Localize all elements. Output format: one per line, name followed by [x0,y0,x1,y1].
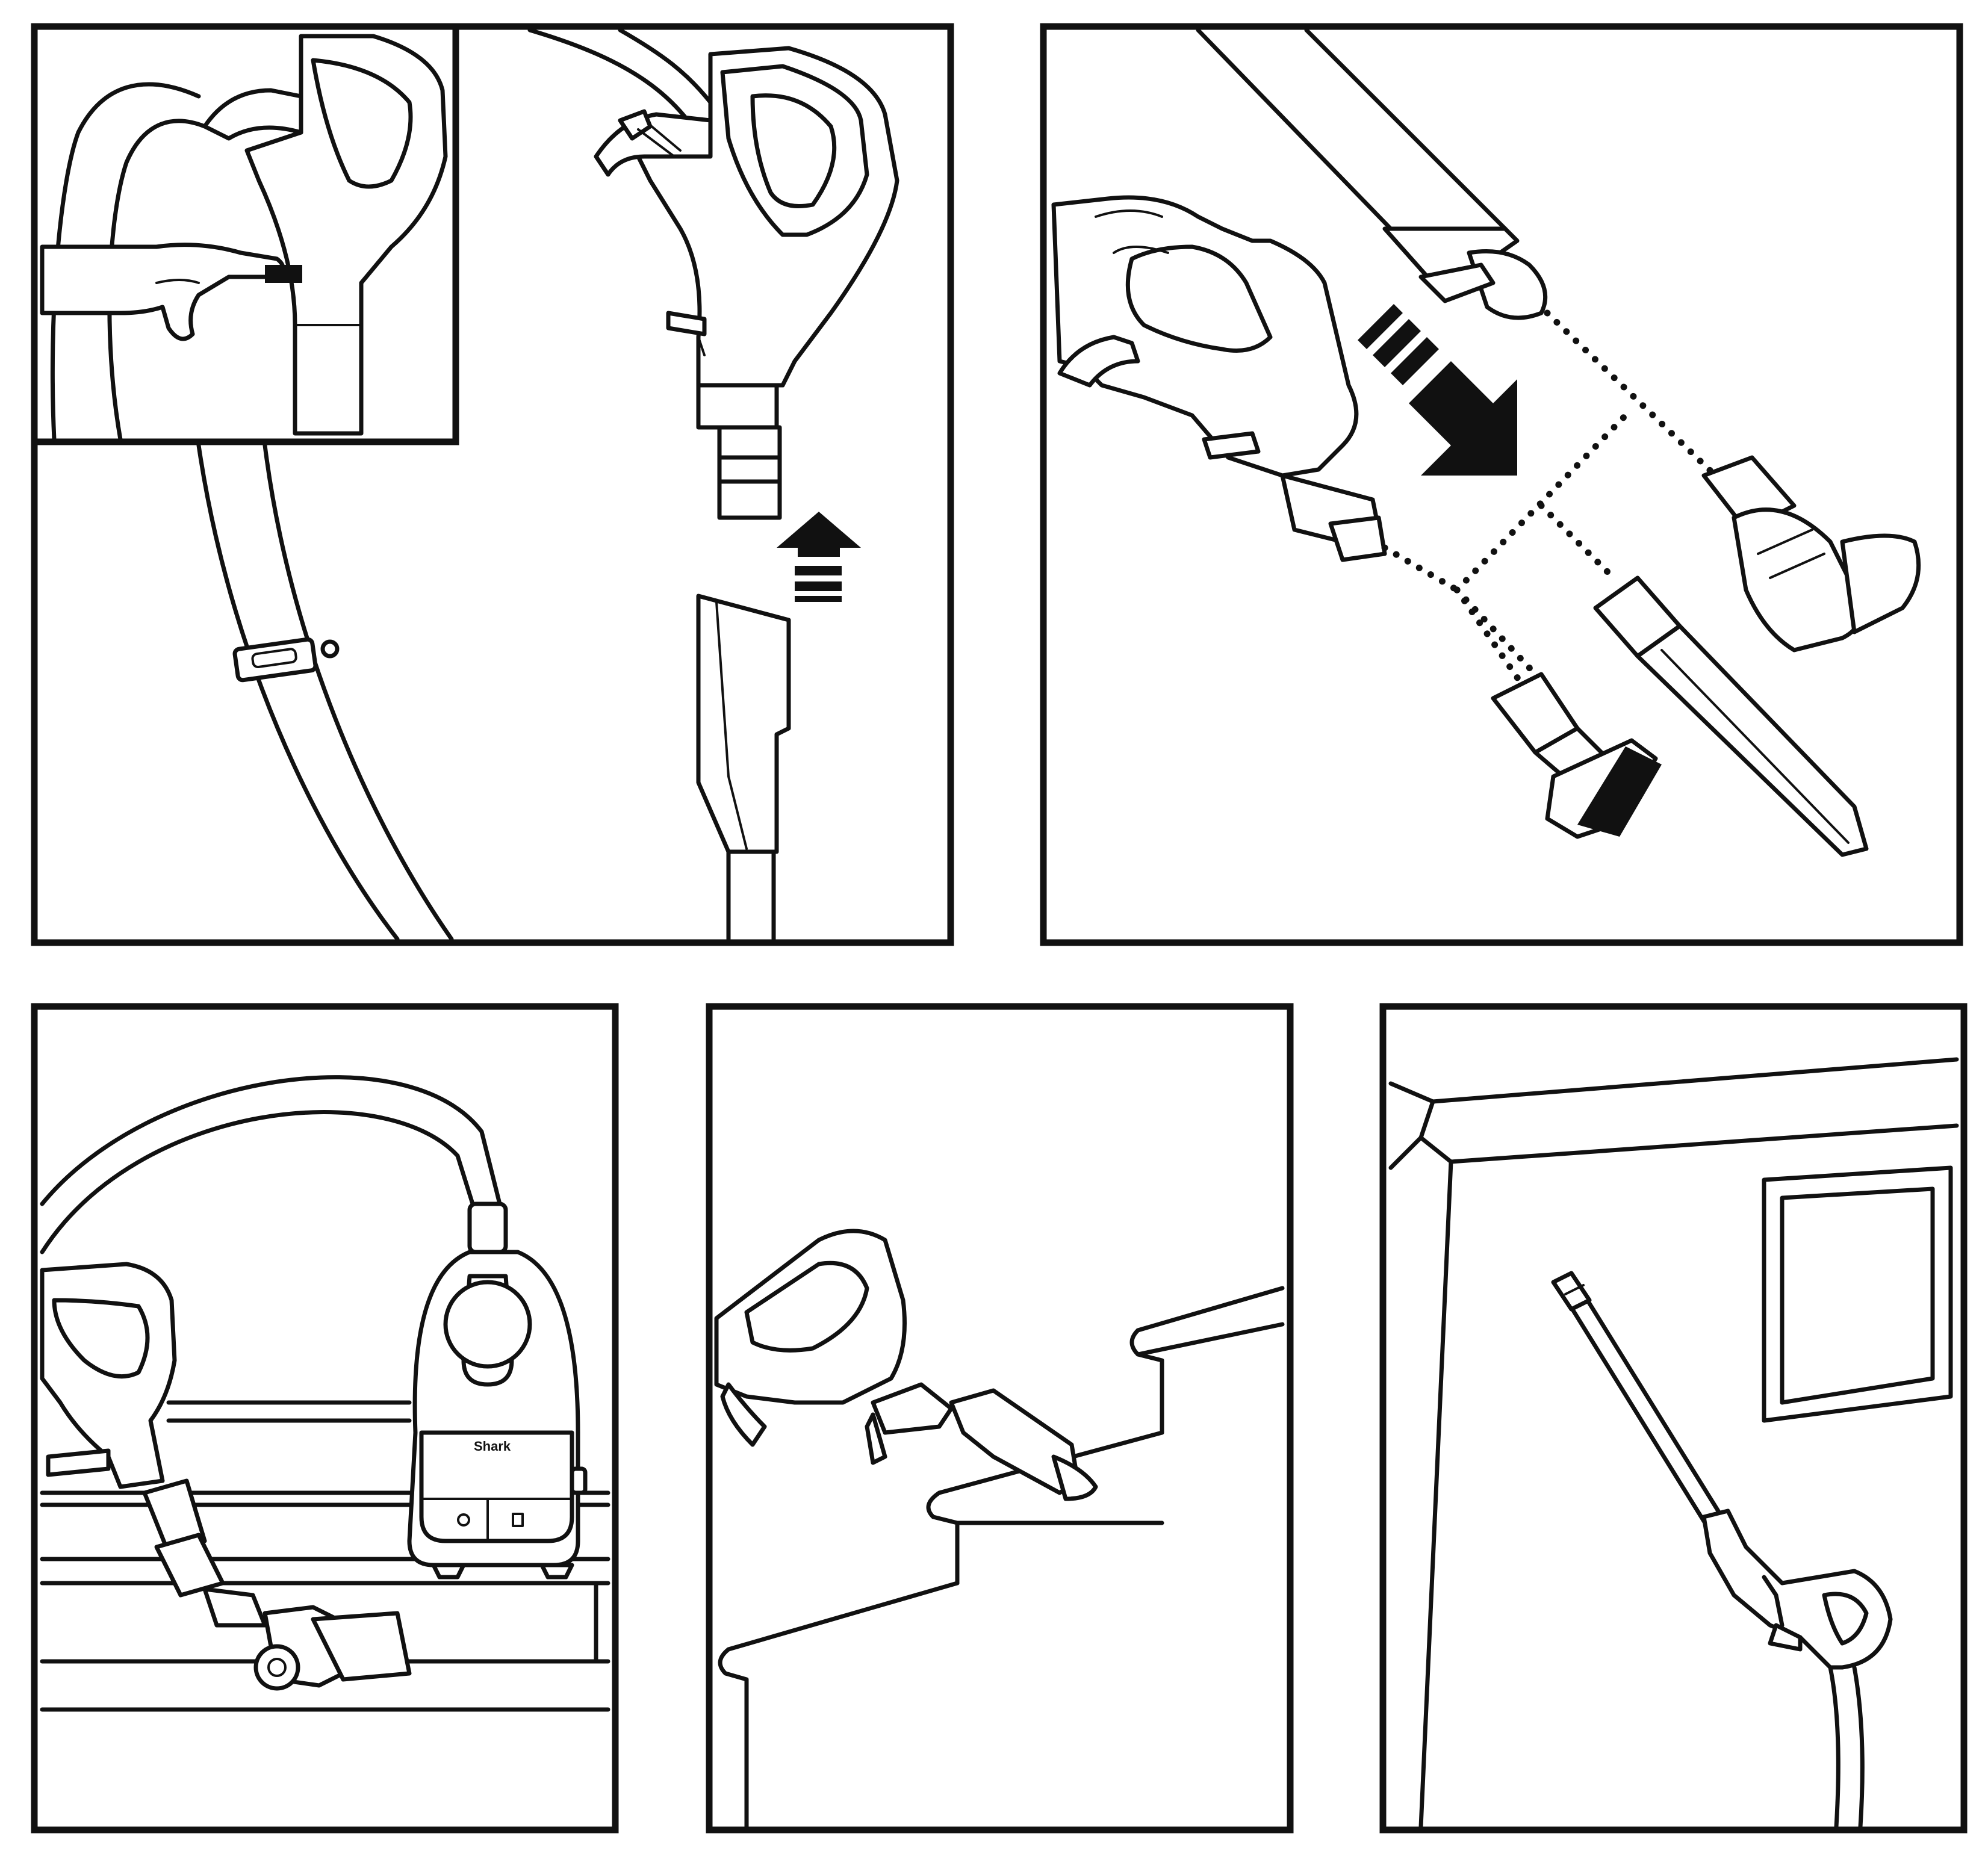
handle [1701,1508,1893,1829]
panel-4 [706,1003,1294,1834]
panel-5 [1379,1003,1968,1834]
crevice-tool [696,594,791,941]
diagonal-arrow-icon [1358,304,1517,476]
pet-tool [1701,455,1921,653]
vacuum-canister: Shark [407,1201,588,1580]
dusting-brush [1491,672,1662,839]
wand [1196,28,1548,320]
pet-tool [202,1587,412,1691]
handle [594,46,899,520]
handle [40,1262,225,1598]
brand-label: Shark [474,1439,511,1454]
crevice-tool [1593,575,1869,857]
inset-detail [31,23,459,445]
panel-1 [31,23,954,946]
up-arrow-icon [777,512,861,602]
hose [196,28,713,941]
panel-3: Shark [31,1003,619,1834]
handle [1051,195,1387,562]
dotted-guides [1381,309,1738,690]
ceiling [1388,1057,1959,1829]
handle [714,1229,1098,1501]
panel-2 [1040,23,1963,946]
hose [40,1075,502,1254]
picture-frame [1762,1165,1953,1423]
